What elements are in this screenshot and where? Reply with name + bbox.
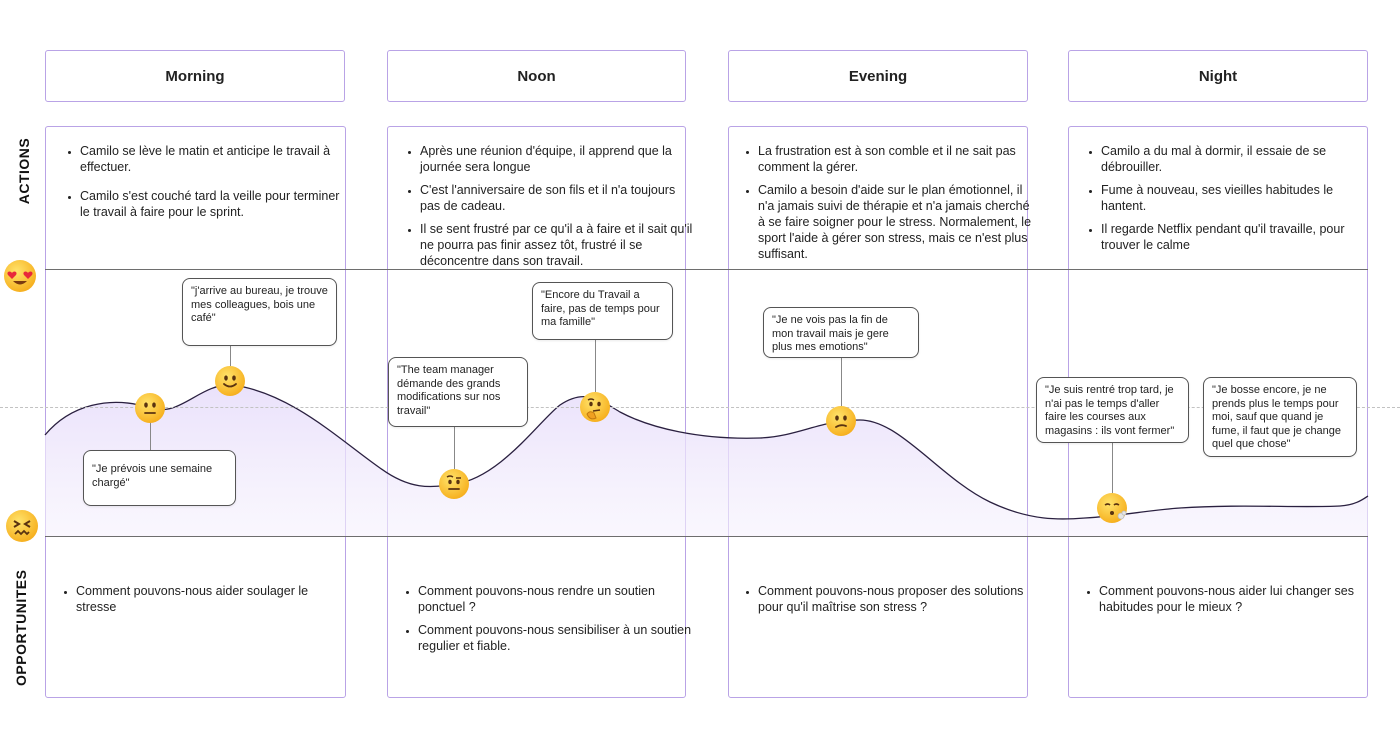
quote-connector [841, 358, 842, 406]
row-label-opportunities: OPPORTUNITES [13, 569, 29, 686]
phase-header-night: Night [1068, 50, 1368, 102]
quote-connector [150, 422, 151, 450]
emotion-curve-fill [45, 384, 1368, 536]
quote-bubble: "Je suis rentré trop tard, je n'ai pas l… [1036, 377, 1189, 443]
opportunities-noon: Comment pouvons-nous rendre un soutien p… [398, 583, 693, 661]
actions-noon: Après une réunion d'équipe, il apprend q… [400, 143, 695, 276]
phase-title: Evening [848, 67, 908, 85]
quote-bubble: "The team manager démande des grands mod… [388, 357, 528, 427]
column-evening [728, 126, 1028, 698]
actions-morning: Camilo se lève le matin et anticipe le t… [60, 143, 342, 227]
list-item: Il se sent frustré par ce qu'il a à fair… [420, 221, 695, 269]
list-item: Comment pouvons-nous rendre un soutien p… [418, 583, 693, 615]
divider-actions [45, 269, 1368, 270]
phase-title: Noon [517, 67, 556, 85]
phase-header-evening: Evening [728, 50, 1028, 102]
list-item: Comment pouvons-nous aider soulager le s… [76, 583, 348, 615]
actions-night: Camilo a du mal à dormir, il essaie de s… [1081, 143, 1373, 260]
quote-connector [1112, 443, 1113, 493]
quote-bubble: "Je bosse encore, je ne prends plus le t… [1203, 377, 1357, 457]
list-item: Comment pouvons-nous proposer des soluti… [758, 583, 1036, 615]
quote-connector [230, 346, 231, 366]
phase-title: Night [1198, 67, 1238, 85]
quote-connector [595, 340, 596, 392]
raised-eyebrow-face-icon [439, 469, 469, 499]
smiling-face-icon [215, 366, 245, 396]
heart-eyes-face-icon [4, 260, 36, 292]
exhaling-face-icon [1097, 493, 1127, 523]
actions-evening: La frustration est à son comble et il ne… [738, 143, 1036, 269]
quote-bubble: "j'arrive au bureau, je trouve mes colle… [182, 278, 337, 346]
list-item: Il regarde Netflix pendant qu'il travail… [1101, 221, 1373, 253]
phase-title: Morning [165, 67, 225, 85]
thinking-face-icon [580, 392, 610, 422]
phase-header-morning: Morning [45, 50, 345, 102]
list-item: Fume à nouveau, ses vieilles habitudes l… [1101, 182, 1373, 214]
quote-connector [454, 427, 455, 469]
list-item: Camilo a besoin d'aide sur le plan émoti… [758, 182, 1036, 262]
confounded-face-icon [6, 510, 38, 542]
list-item: Comment pouvons-nous aider lui changer s… [1099, 583, 1379, 615]
neutral-face-icon [135, 393, 165, 423]
divider-opportunities [45, 536, 1368, 537]
opportunities-evening: Comment pouvons-nous proposer des soluti… [738, 583, 1036, 622]
list-item: La frustration est à son comble et il ne… [758, 143, 1036, 175]
list-item: C'est l'anniversaire de son fils et il n… [420, 182, 695, 214]
row-label-actions: ACTIONS [16, 137, 32, 205]
neutral-midline [0, 407, 1400, 408]
list-item: Après une réunion d'équipe, il apprend q… [420, 143, 695, 175]
phase-header-noon: Noon [387, 50, 686, 102]
opportunities-night: Comment pouvons-nous aider lui changer s… [1079, 583, 1379, 622]
quote-bubble: "Je prévois une semaine chargé" [83, 450, 236, 506]
list-item: Camilo s'est couché tard la veille pour … [80, 188, 342, 220]
confused-face-icon [826, 406, 856, 436]
list-item: Comment pouvons-nous sensibiliser à un s… [418, 622, 693, 654]
quote-bubble: "Je ne vois pas la fin de mon travail ma… [763, 307, 919, 358]
opportunities-morning: Comment pouvons-nous aider soulager le s… [56, 583, 348, 622]
quote-bubble: "Encore du Travail a faire, pas de temps… [532, 282, 673, 340]
list-item: Camilo se lève le matin et anticipe le t… [80, 143, 342, 175]
list-item: Camilo a du mal à dormir, il essaie de s… [1101, 143, 1373, 175]
